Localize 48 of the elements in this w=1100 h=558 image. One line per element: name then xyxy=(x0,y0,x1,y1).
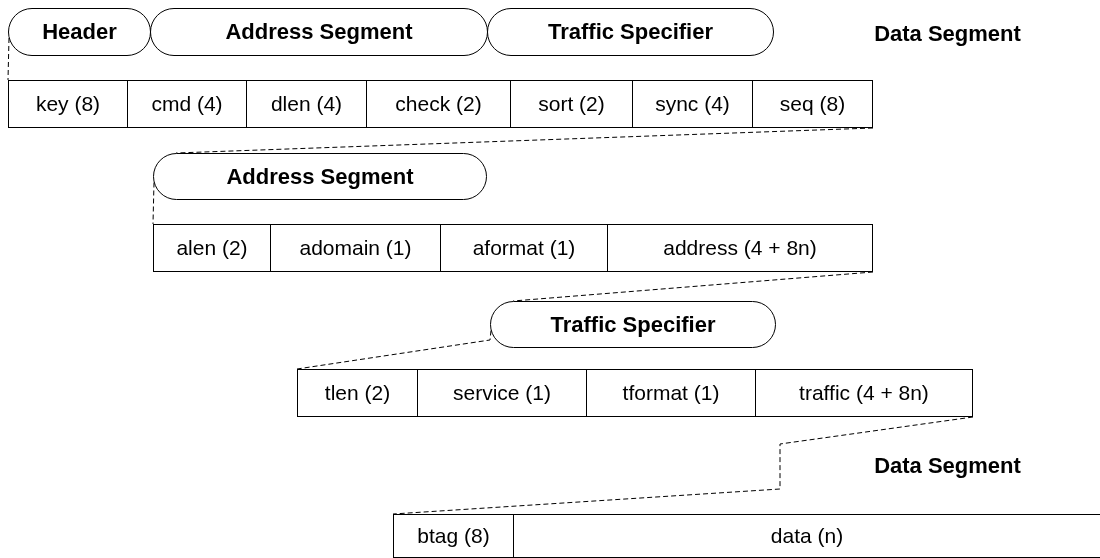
expansion-guide-line xyxy=(7,37,10,81)
field-cell xyxy=(755,369,973,417)
segment-pill xyxy=(490,301,776,348)
segment-label: Address Segment xyxy=(226,163,414,190)
field-label: data (n) xyxy=(770,524,844,548)
field-label: service (1) xyxy=(453,381,551,405)
segment-label: Traffic Specifier xyxy=(547,19,714,45)
field-cell xyxy=(510,80,633,128)
field-cell xyxy=(752,80,873,128)
field-cell xyxy=(366,80,511,128)
segment-pill xyxy=(153,153,487,200)
field-cell xyxy=(513,514,1100,558)
field-cell xyxy=(586,369,756,417)
field-label: dlen (4) xyxy=(270,92,343,116)
segment-pill xyxy=(8,8,151,56)
segment-heading: Data Segment xyxy=(850,14,1045,54)
segment-label: Traffic Specifier xyxy=(550,311,716,338)
field-cell xyxy=(607,224,873,272)
field-label: check (2) xyxy=(395,92,482,116)
field-cell xyxy=(440,224,608,272)
field-label: cmd (4) xyxy=(151,92,223,116)
field-label: sync (4) xyxy=(655,92,730,116)
field-label: address (4 + 8n) xyxy=(663,236,817,260)
field-cell xyxy=(246,80,367,128)
field-cell xyxy=(297,369,418,417)
field-label: alen (2) xyxy=(176,236,248,260)
field-cell xyxy=(393,514,514,558)
field-label: traffic (4 + 8n) xyxy=(799,381,929,405)
field-cell xyxy=(127,80,247,128)
field-label: seq (8) xyxy=(779,92,846,116)
segment-pill xyxy=(487,8,774,56)
expansion-guide-line xyxy=(152,182,155,225)
field-cell xyxy=(153,224,271,272)
field-label: tformat (1) xyxy=(622,381,720,405)
segment-heading: Data Segment xyxy=(850,446,1045,486)
segment-pill xyxy=(150,8,488,56)
field-label: aformat (1) xyxy=(472,236,576,260)
field-cell xyxy=(632,80,753,128)
field-label: tlen (2) xyxy=(324,381,391,405)
field-label: btag (8) xyxy=(417,524,490,548)
field-cell xyxy=(270,224,441,272)
field-label: key (8) xyxy=(35,92,101,116)
field-cell xyxy=(8,80,128,128)
segment-label: Address Segment xyxy=(225,19,413,45)
field-cell xyxy=(417,369,587,417)
field-label: sort (2) xyxy=(538,92,605,116)
segment-label: Header xyxy=(42,19,117,45)
field-label: adomain (1) xyxy=(299,236,412,260)
